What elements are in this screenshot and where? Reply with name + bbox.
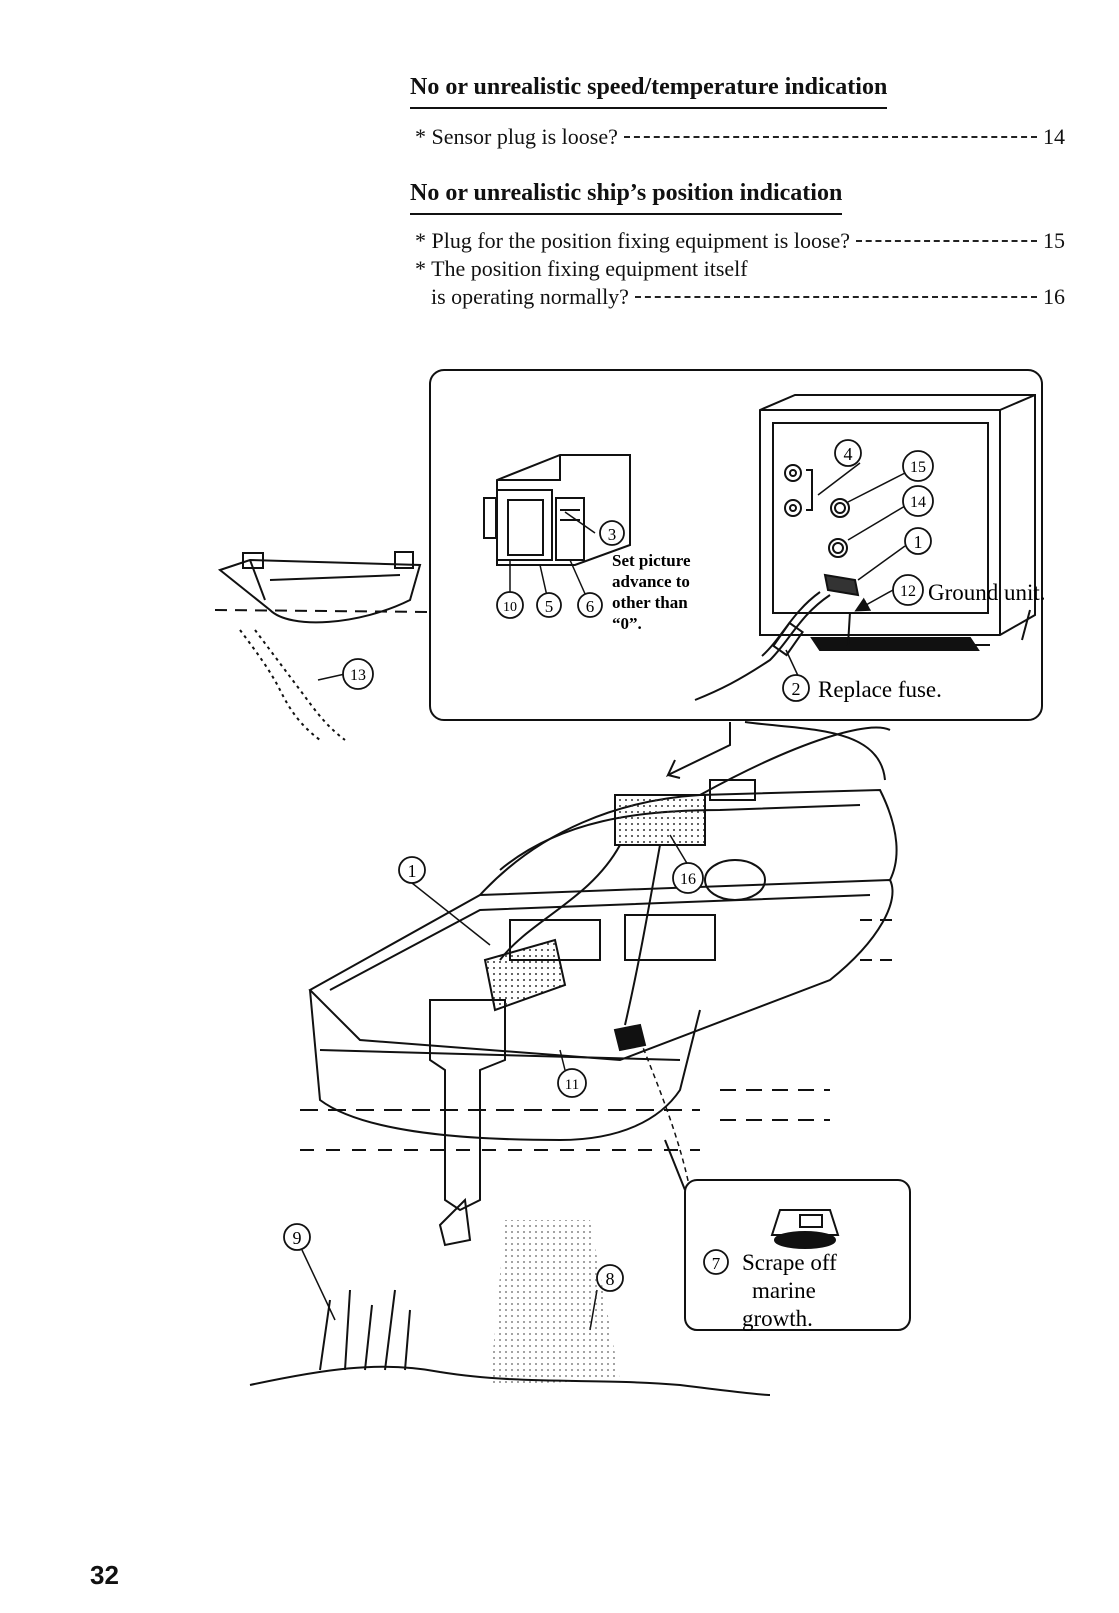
small-boat-icon <box>214 551 431 741</box>
main-boat-illustration <box>300 726 900 1247</box>
callout-11: 11 <box>557 1068 587 1098</box>
transducer-icon <box>770 1209 840 1249</box>
svg-text:11: 11 <box>565 1077 579 1093</box>
item-page: 15 <box>1043 228 1065 253</box>
item-text: * Plug for the position fixing equipment… <box>415 228 851 253</box>
list-item-sensor-plug: * Sensor plug is loose? 14 <box>415 124 1065 150</box>
svg-text:1: 1 <box>914 532 923 552</box>
svg-text:1: 1 <box>408 861 417 881</box>
svg-text:Set picture: Set picture <box>612 551 691 570</box>
svg-text:14: 14 <box>910 494 926 511</box>
svg-text:6: 6 <box>586 597 595 616</box>
callout-12: 12 <box>892 574 924 606</box>
callout-15: 15 <box>902 450 934 482</box>
svg-text:12: 12 <box>900 583 916 600</box>
callout-14: 14 <box>902 485 934 517</box>
svg-text:10: 10 <box>503 600 517 615</box>
callout-3: 3 <box>599 520 625 546</box>
item-text: * Sensor plug is loose? <box>415 124 618 149</box>
seabed <box>249 1289 771 1396</box>
set-picture-note: Set picture advance to other than “0”. <box>612 551 691 633</box>
display-rear-panel <box>694 394 1036 701</box>
svg-text:9: 9 <box>293 1228 302 1248</box>
item-page: 14 <box>1043 124 1065 149</box>
svg-text:“0”.: “0”. <box>612 614 642 633</box>
detail-inset-box: 4 15 14 1 12 Ground unit. 2 Replace fuse… <box>429 369 1046 721</box>
leader-dots <box>634 296 1037 298</box>
svg-text:3: 3 <box>608 525 617 544</box>
callout-9: 9 <box>283 1223 311 1251</box>
svg-text:7: 7 <box>712 1254 721 1273</box>
sonar-beam <box>490 1220 620 1385</box>
svg-text:5: 5 <box>545 597 554 616</box>
section-title-speed-temp: No or unrealistic speed/temperature indi… <box>410 74 888 109</box>
svg-text:growth.: growth. <box>742 1306 813 1331</box>
callout-16: 16 <box>672 862 704 894</box>
svg-text:15: 15 <box>910 459 926 476</box>
svg-text:13: 13 <box>350 667 366 684</box>
item-page: 16 <box>1043 284 1065 309</box>
svg-text:other than: other than <box>612 593 688 612</box>
list-item-position-plug: * Plug for the position fixing equipment… <box>415 228 1065 254</box>
item-text-continued: is operating normally? <box>431 284 629 309</box>
callout-1-boat: 1 <box>398 856 426 884</box>
callout-5: 5 <box>536 592 562 618</box>
replace-fuse-label: Replace fuse. <box>818 677 942 702</box>
svg-text:2: 2 <box>792 679 801 699</box>
callout-2: 2 <box>782 674 810 702</box>
svg-text:8: 8 <box>606 1269 615 1289</box>
callout-6: 6 <box>577 592 603 618</box>
display-unit-icon <box>483 454 631 566</box>
callout-1-inset: 1 <box>904 527 932 555</box>
svg-text:marine: marine <box>752 1278 816 1303</box>
page-number: 32 <box>90 1560 119 1590</box>
scrape-inset-box: 7 Scrape off marine growth. <box>664 1139 911 1331</box>
callout-10: 10 <box>496 591 524 619</box>
callout-7: 7 <box>703 1249 729 1275</box>
callout-13: 13 <box>342 658 374 690</box>
leader-dots <box>623 136 1037 138</box>
callout-4: 4 <box>834 439 862 467</box>
svg-text:advance to: advance to <box>612 572 690 591</box>
scrape-label: Scrape off marine growth. <box>742 1250 837 1331</box>
item-text: * The position fixing equipment itself <box>415 256 748 281</box>
leader-dots <box>856 240 1037 242</box>
svg-text:16: 16 <box>680 871 696 888</box>
section-title-position: No or unrealistic ship’s position indica… <box>410 180 843 215</box>
list-item-position-equipment: * The position fixing equipment itself i… <box>415 256 1065 310</box>
svg-text:4: 4 <box>844 444 853 464</box>
svg-text:Scrape off: Scrape off <box>742 1250 837 1275</box>
ground-unit-label: Ground unit. <box>928 580 1046 605</box>
